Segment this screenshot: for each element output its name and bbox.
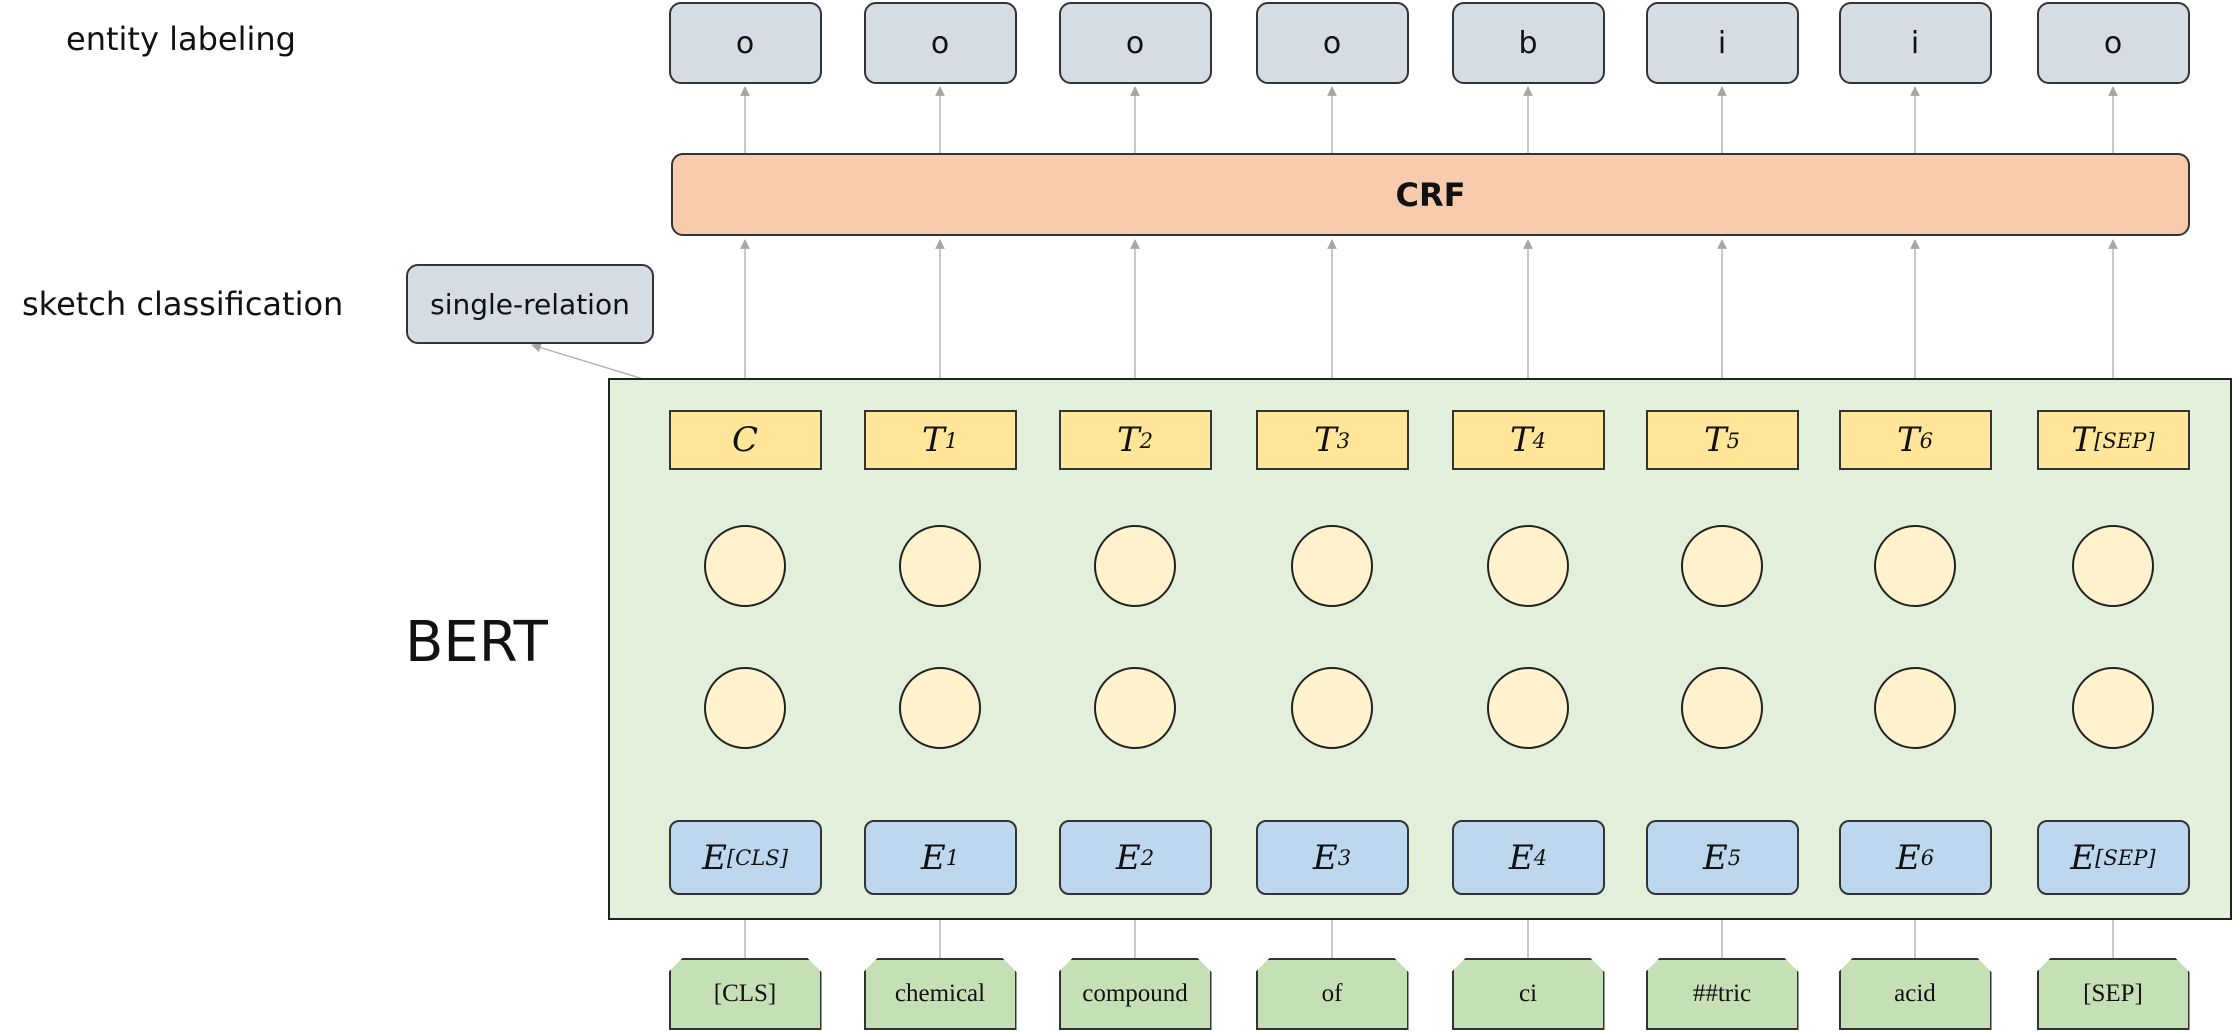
bert-label: BERT bbox=[405, 610, 548, 675]
input-token-6: ##tric bbox=[1646, 958, 1799, 1030]
symbol-base: T bbox=[1313, 420, 1337, 460]
symbol-base: E bbox=[1115, 837, 1141, 878]
entity-label-7: i bbox=[1838, 2, 1992, 84]
symbol-subscript: [CLS] bbox=[726, 845, 788, 870]
neuron-layer1-5 bbox=[1487, 525, 1569, 607]
crf-layer: CRF bbox=[671, 153, 2190, 236]
symbol-subscript: [SEP] bbox=[2094, 427, 2155, 453]
hidden-token-1: C bbox=[668, 410, 822, 470]
symbol-subscript: [SEP] bbox=[2095, 845, 2156, 870]
symbol-subscript: 5 bbox=[1727, 845, 1742, 870]
neuron-layer2-8 bbox=[2072, 667, 2154, 749]
neuron-layer2-4 bbox=[1291, 667, 1373, 749]
symbol-subscript: 6 bbox=[1919, 427, 1934, 453]
neuron-layer2-1 bbox=[704, 667, 786, 749]
symbol-base: T bbox=[2071, 420, 2095, 460]
symbol-base: E bbox=[1895, 837, 1921, 878]
symbol-subscript: 3 bbox=[1336, 427, 1351, 453]
symbol-base: T bbox=[1509, 420, 1533, 460]
input-token-1: [CLS] bbox=[669, 958, 822, 1030]
input-token-2: chemical bbox=[864, 958, 1017, 1030]
symbol-base: C bbox=[731, 420, 758, 460]
entity-label-3: o bbox=[1058, 2, 1212, 84]
neuron-layer2-3 bbox=[1094, 667, 1176, 749]
input-token-5: ci bbox=[1452, 958, 1605, 1030]
input-token-7: acid bbox=[1839, 958, 1992, 1030]
sketch-classification-output: single-relation bbox=[406, 264, 654, 344]
entity-label-4: o bbox=[1255, 2, 1409, 84]
entity-label-5: b bbox=[1451, 2, 1605, 84]
sketch-classification-label: sketch classification bbox=[22, 285, 344, 323]
hidden-token-8: T[SEP] bbox=[2036, 410, 2190, 470]
symbol-base: E bbox=[1312, 837, 1338, 878]
symbol-subscript: 1 bbox=[945, 845, 960, 870]
symbol-subscript: 4 bbox=[1533, 845, 1548, 870]
entity-label-2: o bbox=[863, 2, 1017, 84]
symbol-subscript: 4 bbox=[1532, 427, 1547, 453]
neuron-layer2-6 bbox=[1681, 667, 1763, 749]
neuron-layer2-2 bbox=[899, 667, 981, 749]
symbol-base: E bbox=[1702, 837, 1728, 878]
neuron-layer1-1 bbox=[704, 525, 786, 607]
entity-label-8: o bbox=[2036, 2, 2190, 84]
embedding-1: E[CLS] bbox=[668, 820, 822, 895]
symbol-subscript: 2 bbox=[1139, 427, 1154, 453]
symbol-subscript: 5 bbox=[1726, 427, 1741, 453]
symbol-base: E bbox=[702, 837, 727, 878]
neuron-layer2-5 bbox=[1487, 667, 1569, 749]
entity-labeling-label: entity labeling bbox=[66, 20, 296, 58]
entity-label-1: o bbox=[668, 2, 822, 84]
neuron-layer1-8 bbox=[2072, 525, 2154, 607]
symbol-subscript: 2 bbox=[1140, 845, 1155, 870]
symbol-base: T bbox=[921, 420, 945, 460]
input-token-3: compound bbox=[1059, 958, 1212, 1030]
symbol-base: T bbox=[1896, 420, 1920, 460]
neuron-layer2-7 bbox=[1874, 667, 1956, 749]
symbol-base: E bbox=[1508, 837, 1534, 878]
symbol-base: E bbox=[2070, 837, 2096, 878]
entity-label-6: i bbox=[1645, 2, 1799, 84]
symbol-subscript: 1 bbox=[944, 427, 959, 453]
neuron-layer1-3 bbox=[1094, 525, 1176, 607]
input-token-8: [SEP] bbox=[2037, 958, 2190, 1030]
input-token-4: of bbox=[1256, 958, 1409, 1030]
symbol-base: T bbox=[1703, 420, 1727, 460]
symbol-base: T bbox=[1116, 420, 1140, 460]
neuron-layer1-7 bbox=[1874, 525, 1956, 607]
neuron-layer1-2 bbox=[899, 525, 981, 607]
neuron-layer1-4 bbox=[1291, 525, 1373, 607]
symbol-subscript: 6 bbox=[1920, 845, 1935, 870]
neuron-layer1-6 bbox=[1681, 525, 1763, 607]
symbol-subscript: 3 bbox=[1337, 845, 1352, 870]
symbol-base: E bbox=[920, 837, 946, 878]
embedding-8: E[SEP] bbox=[2036, 820, 2190, 895]
